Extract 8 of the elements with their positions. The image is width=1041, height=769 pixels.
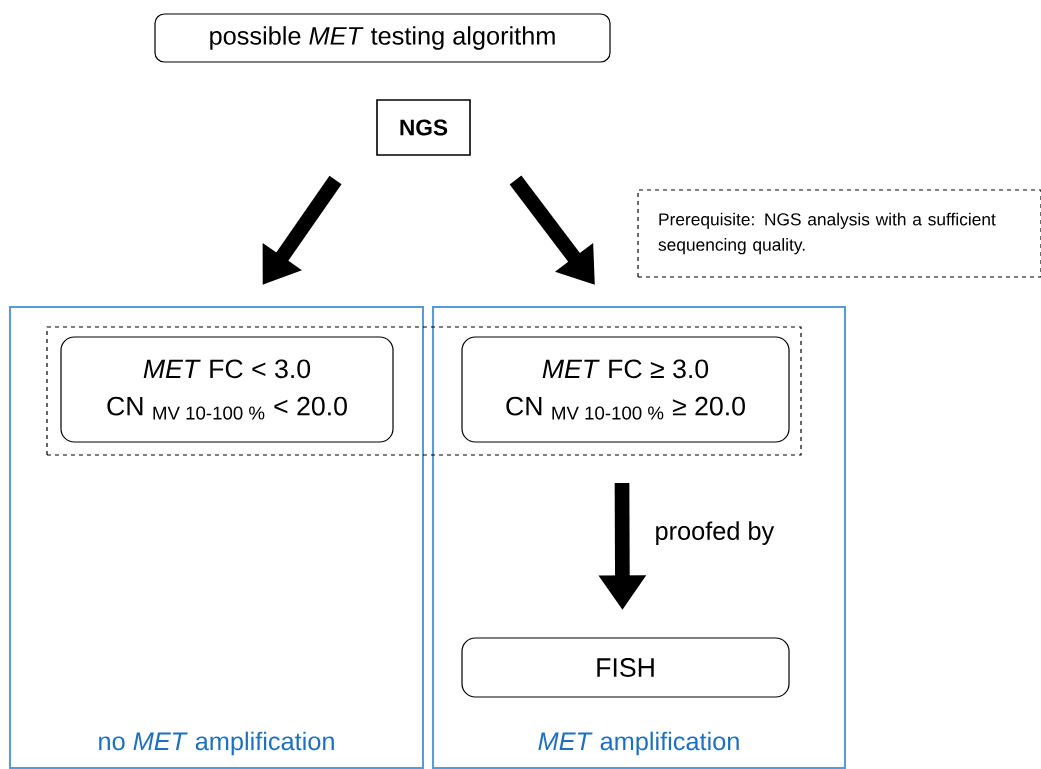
- criteria-box: MET FC < 3.0 CN $_{MV 10-100 %}$ < 20.0: [60, 336, 394, 443]
- title-box: possible MET testing algorithm: [154, 13, 611, 63]
- method-box: NGS: [376, 99, 471, 156]
- edge-label: proofed by: [651, 518, 777, 548]
- dashed-group-frame: [46, 326, 802, 456]
- criteria-box: MET FC ≥ 3.0 CN $_{MV 10-100 %}$ ≥ 20.0: [461, 336, 790, 443]
- criteria-box: FISH: [461, 637, 790, 698]
- note-box: Prerequisite: NGS analysis with a sufficient sequencing quality.: [637, 189, 1041, 278]
